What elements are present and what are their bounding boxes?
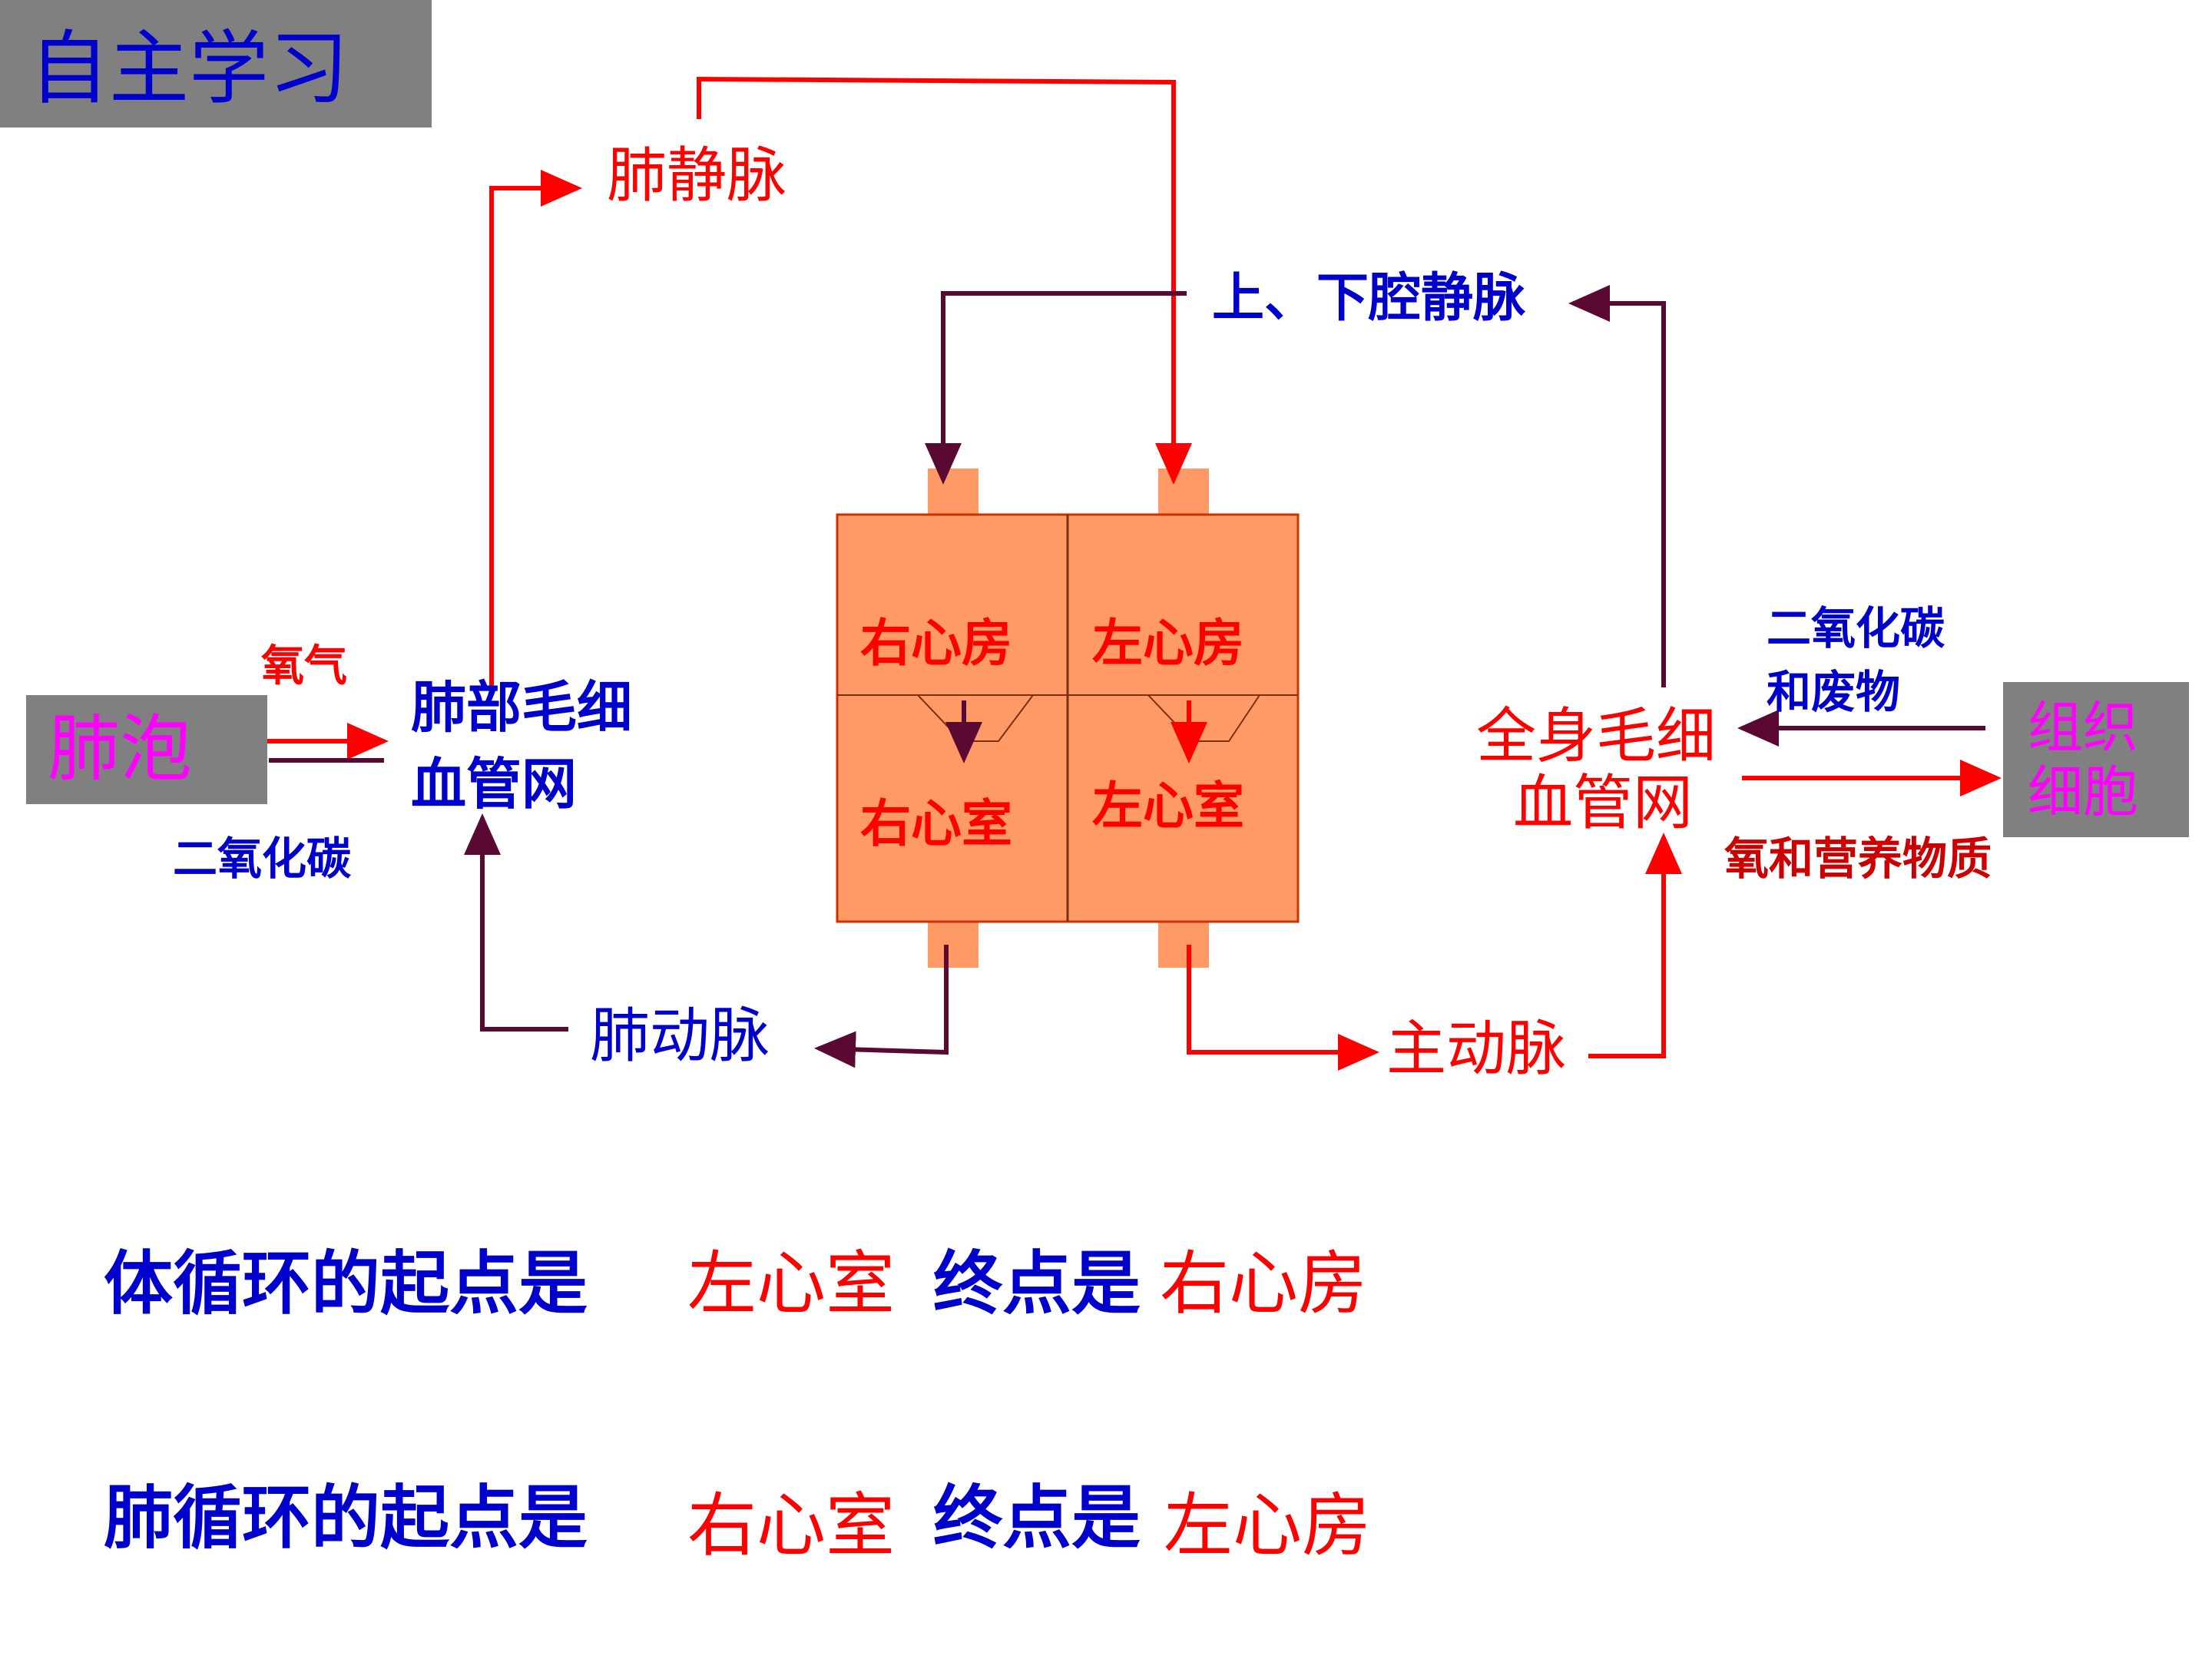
pulmonary-question: 肺循环的起点是	[104, 1478, 588, 1558]
heart-valve-tab-top-right	[928, 469, 979, 516]
pulmonary-end-answer: 左心房	[1164, 1485, 1371, 1566]
label-co2-waste-2: 和废物	[1767, 666, 1901, 718]
title-box	[0, 0, 432, 127]
label-left-ventricle: 左心室	[1092, 777, 1244, 836]
heart-valve-tab-top-left	[1158, 469, 1209, 516]
label-body-capillary-1: 全身毛细	[1476, 702, 1717, 771]
label-alveoli: 肺泡	[48, 707, 193, 791]
label-oxygen-nutrients: 氧和营养物质	[1724, 833, 1992, 885]
systemic-end-answer: 右心房	[1160, 1243, 1367, 1324]
label-right-atrium: 右心房	[860, 614, 1012, 673]
label-oxygen: 氧气	[261, 641, 347, 691]
arrow-aorta-to-body-capillary	[1588, 833, 1682, 1058]
label-tissue-cells-1: 组织	[2028, 695, 2139, 760]
pulmonary-start-answer: 右心室	[687, 1485, 895, 1566]
heart-valve-tab-bottom-left	[1158, 920, 1209, 968]
arrow-pulmonary-artery-to-lung-capillary	[464, 813, 568, 1031]
label-left-atrium: 左心房	[1092, 614, 1244, 673]
arrow-vena-cava-to-right-atrium	[925, 291, 1187, 485]
label-vena-cava: 上、下腔静脉	[1212, 268, 1526, 329]
heart-valve-tab-bottom-right	[928, 920, 979, 968]
arrow-left-ventricle-to-aorta	[1187, 945, 1379, 1071]
systemic-question: 体循环的起点是	[104, 1243, 588, 1324]
pulmonary-end-label: 终点是	[933, 1478, 1141, 1558]
label-body-capillary-2: 血管网	[1513, 769, 1694, 838]
systemic-start-answer: 左心室	[687, 1243, 895, 1324]
arrow-pulmonary-vein-to-left-atrium	[697, 76, 1192, 485]
label-pulmonary-vein: 肺静脉	[607, 141, 787, 210]
label-lung-capillary-1: 肺部毛细	[411, 675, 633, 740]
label-lung-capillary-2: 血管网	[411, 752, 578, 816]
arrow-body-capillary-to-vena-cava	[1568, 285, 1666, 687]
label-pulmonary-artery: 肺动脉	[590, 1002, 770, 1071]
page-title: 自主学习	[29, 22, 349, 115]
systemic-end-label: 终点是	[933, 1243, 1141, 1324]
alveoli-box	[26, 695, 267, 804]
label-tissue-cells-2: 细胞	[2028, 760, 2139, 824]
label-co2-waste-1: 二氧化碳	[1767, 602, 1945, 654]
tissue-cells-box	[2003, 682, 2189, 837]
label-aorta: 主动脉	[1386, 1015, 1567, 1084]
label-co2-left: 二氧化碳	[173, 833, 352, 885]
arrow-lung-capillary-to-pulmonary-vein	[489, 170, 582, 687]
label-right-ventricle: 右心室	[860, 794, 1012, 853]
heart-diagram	[836, 469, 1300, 968]
arrow-right-ventricle-to-pulmonary-artery	[814, 945, 949, 1068]
